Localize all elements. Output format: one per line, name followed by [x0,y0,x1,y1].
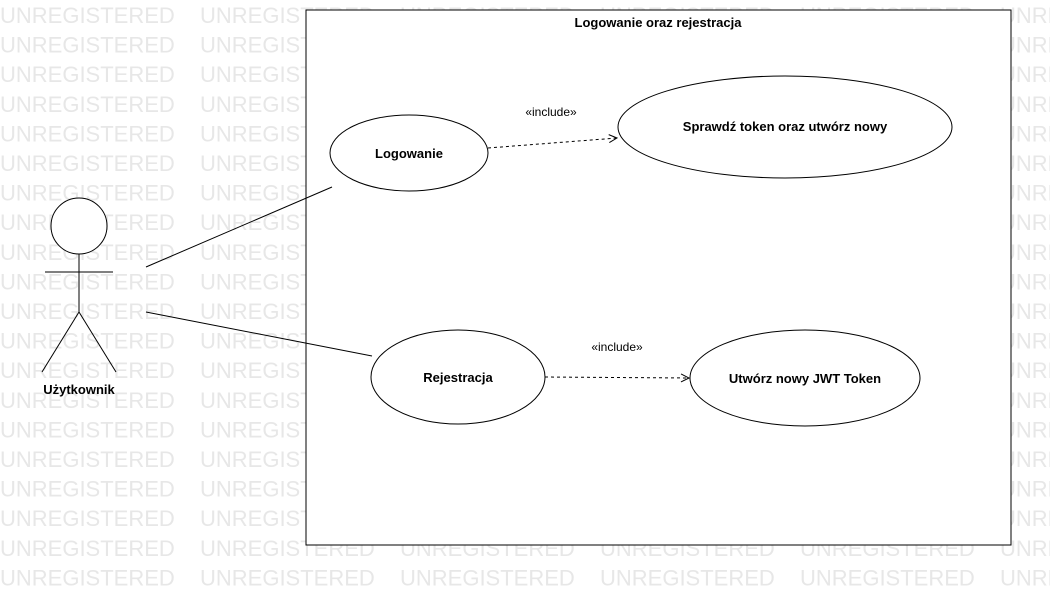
include-label-logowanie: «include» [525,105,577,119]
association-actor-logowanie [145,186,333,268]
watermark-word: UNREGISTERED [400,565,575,586]
watermark-word: UNREGISTERED [0,477,175,502]
watermark-word: UNREGISTERED [0,388,175,413]
include-arrow-rejestracja [544,377,689,378]
use-case-utworz-token-shape [689,329,921,427]
use-case-rejestracja-shape [370,329,546,425]
watermark-word: UNREGISTERED [0,151,175,176]
actor-label: Użytkownik [43,382,115,397]
use-case-logowanie-shape [329,114,489,192]
watermark-word: UNREGISTERED [0,447,175,472]
watermark-word: UNREGISTERED [0,62,175,87]
system-boundary [305,9,1012,546]
use-case-utworz-token[interactable]: Utwórz nowy JWT Token [689,329,921,427]
watermark-word: UNREGISTERED [0,536,175,561]
watermark-word: UNREGISTERED [0,269,175,294]
association-actor-rejestracja [145,311,373,357]
use-case-sprawdz-token-label: Sprawdź token oraz utwórz nowy [683,119,888,134]
actor-head [50,197,108,255]
actor-uzytkownik[interactable]: Użytkownik [41,197,117,397]
use-case-sprawdz-token-shape [617,75,953,179]
watermark-word: UNREGISTERED [0,506,175,531]
actor-right-leg [78,311,117,373]
use-case-logowanie[interactable]: Logowanie [329,114,489,192]
watermark-word: UNREGISTERED [800,565,975,586]
watermark-word: UNREGISTERED [0,33,175,58]
watermark-word: UNREGISTERED [0,121,175,146]
watermark-word: UNREGISTERED [200,565,375,586]
include-label-rejestracja: «include» [591,340,643,354]
actor-left-leg [41,311,80,373]
use-case-rejestracja[interactable]: Rejestracja [370,329,546,425]
watermark-word: UNREGISTERED [0,92,175,117]
watermark-word: UNREGISTERED [0,417,175,442]
watermark-word: UNREGISTERED [600,565,775,586]
watermark-word: UNREGISTERED [0,565,175,586]
watermark-word: UNREGISTERED [0,329,175,354]
watermark-word: UNREGISTERED [0,358,175,383]
use-case-utworz-token-label: Utwórz nowy JWT Token [729,371,881,386]
use-case-sprawdz-token[interactable]: Sprawdź token oraz utwórz nowy [617,75,953,179]
watermark-word: UNREGISTERED [0,299,175,324]
system-boundary-title: Logowanie oraz rejestracja [575,15,743,30]
watermark-word: UNREGISTERED [0,3,175,28]
use-case-rejestracja-label: Rejestracja [423,370,493,385]
use-case-logowanie-label: Logowanie [375,146,443,161]
watermark-word: UNREGISTERED [1000,565,1050,586]
